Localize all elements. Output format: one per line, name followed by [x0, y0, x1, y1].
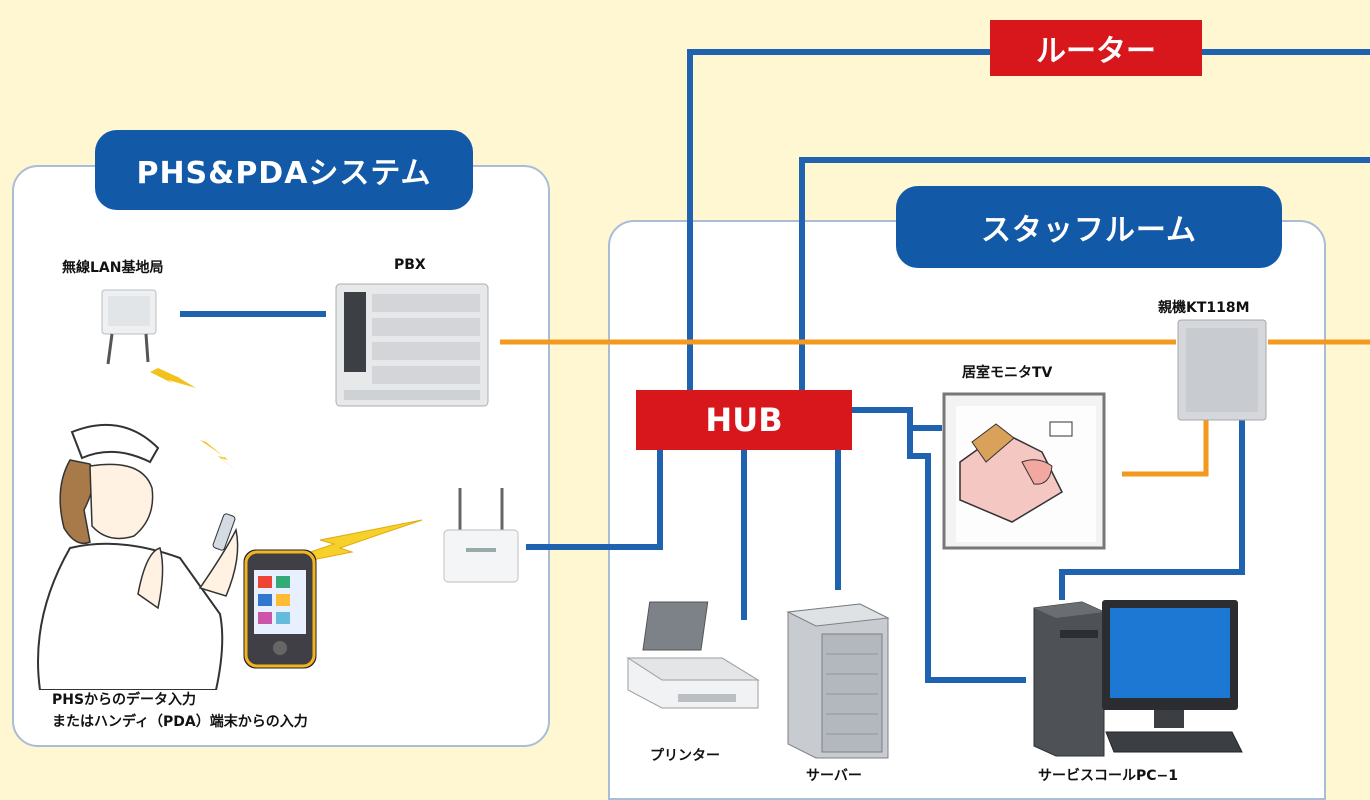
pda-icon	[243, 549, 317, 669]
internet-line	[799, 157, 1370, 395]
wireless-access-point-icon	[101, 289, 157, 365]
hub-to-monitor-line	[852, 407, 942, 431]
router-to-hub-line	[526, 450, 663, 550]
pc-label: サービスコールPC−1	[1038, 768, 1179, 784]
master-unit-label: 親機KT118M	[1158, 300, 1250, 316]
server-icon	[786, 603, 890, 759]
nurse-illustration	[37, 423, 239, 690]
monitor-label: 居室モニタTV	[962, 365, 1053, 381]
phs-router-icon	[443, 488, 519, 583]
master-unit-icon	[1177, 319, 1267, 421]
hub-box: HUB	[636, 390, 852, 450]
hub-to-pc-line	[907, 428, 1026, 683]
wireless-lan-label: 無線LAN基地局	[62, 260, 164, 276]
server-label: サーバー	[806, 768, 862, 784]
room-monitor-icon	[942, 392, 1106, 550]
wireless-signal-small-icon	[150, 368, 196, 388]
kt-to-monitor-line	[1122, 420, 1209, 477]
hub-label: HUB	[705, 401, 783, 439]
printer-icon	[626, 601, 760, 709]
pbx-icon	[335, 283, 489, 407]
router-box: ルーター	[990, 20, 1202, 76]
pbx-label: PBX	[394, 257, 426, 273]
caption-line-1: PHSからのデータ入力	[52, 692, 197, 708]
staff-room-title: スタッフルーム	[896, 186, 1282, 268]
router-label: ルーター	[1036, 34, 1156, 69]
service-call-pc-icon	[1033, 600, 1243, 757]
printer-label: プリンター	[650, 748, 720, 764]
kt-to-pc-line	[1059, 420, 1245, 600]
phs-pda-system-title: PHS&PDAシステム	[95, 130, 473, 210]
caption-line-2: またはハンディ（PDA）端末からの入力	[52, 714, 308, 730]
